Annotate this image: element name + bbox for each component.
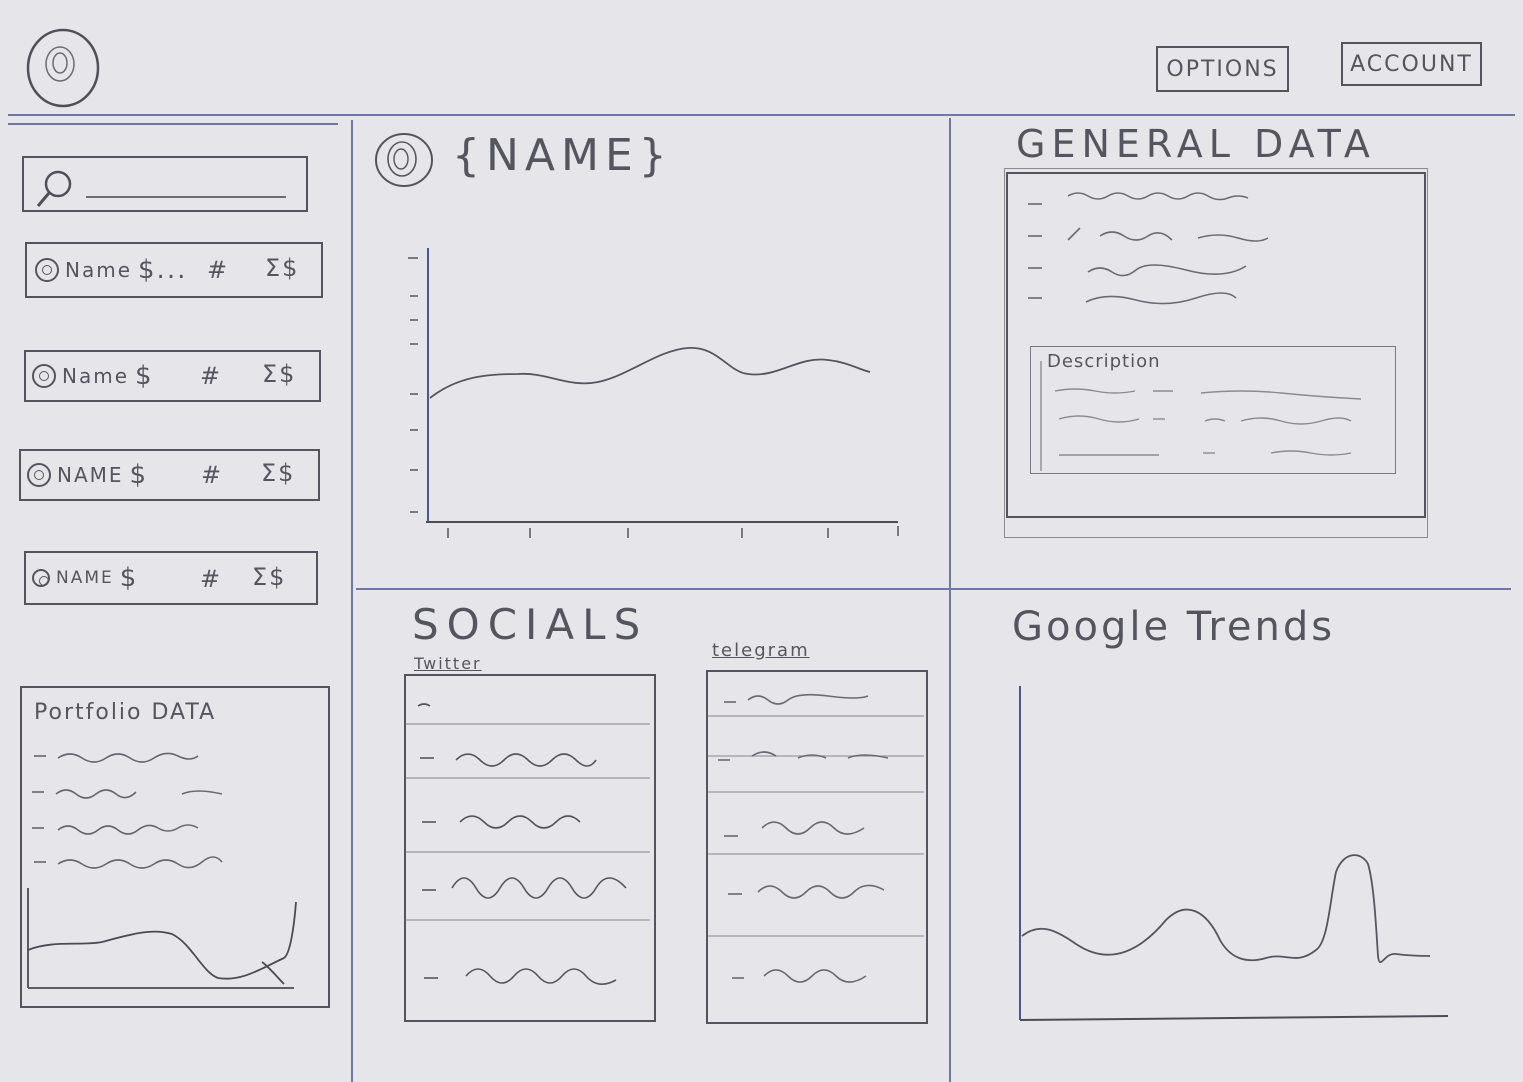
- google-trends-title: Google Trends: [1012, 604, 1336, 650]
- description-lines: [1040, 361, 1362, 471]
- socials-title: SOCIALS: [412, 600, 649, 649]
- general-data-panel: [1004, 168, 1428, 538]
- coin-list-item[interactable]: Name $ # Σ$: [24, 350, 321, 402]
- twitter-feed-lines: [406, 703, 650, 985]
- coin-icon: [27, 463, 51, 487]
- logo-icon: [26, 28, 100, 108]
- trends-chart: [1019, 686, 1449, 1021]
- center-divider: [949, 118, 951, 1082]
- options-button[interactable]: OPTIONS: [1156, 46, 1289, 92]
- coin-count: #: [200, 565, 223, 593]
- coin-icon: [35, 258, 59, 282]
- price-line: [429, 347, 871, 399]
- coin-price: $: [119, 563, 139, 593]
- trends-line: [1021, 854, 1431, 964]
- coin-list-item[interactable]: Name $... # Σ$: [25, 242, 323, 298]
- coin-logo-icon: [375, 133, 433, 187]
- coin-price: $: [129, 460, 149, 490]
- coin-total: Σ$: [265, 254, 300, 282]
- coin-icon: [32, 364, 56, 388]
- y-axis-ticks: [408, 257, 418, 513]
- portfolio-sketch: [27, 752, 297, 989]
- coin-count: #: [201, 461, 224, 489]
- telegram-label: telegram: [712, 640, 810, 661]
- portfolio-panel: Portfolio DATA: [20, 686, 330, 1008]
- header-divider: [8, 114, 1515, 116]
- telegram-feed-lines: [708, 693, 924, 983]
- search-input[interactable]: [86, 196, 286, 198]
- account-button[interactable]: ACCOUNT: [1341, 42, 1482, 86]
- coin-count: #: [200, 362, 223, 390]
- general-data-title: GENERAL DATA: [1016, 122, 1376, 166]
- coin-count: #: [207, 256, 230, 284]
- general-data-box: Description: [1006, 172, 1426, 518]
- coin-name: Name: [62, 364, 130, 388]
- coin-list-item[interactable]: NAME $ # Σ$: [19, 449, 320, 501]
- sidebar-divider: [351, 120, 353, 1082]
- coin-list-item[interactable]: NAME $ # Σ$: [24, 551, 318, 605]
- coin-icon: [374, 132, 434, 188]
- coin-price: $: [135, 361, 154, 391]
- header-divider-left: [8, 123, 338, 125]
- x-axis-ticks: [447, 526, 899, 538]
- description-panel: Description: [1030, 346, 1396, 474]
- coin-total: Σ$: [252, 563, 287, 591]
- price-chart: [408, 248, 899, 538]
- mid-divider: [356, 588, 1511, 590]
- coin-price: $...: [138, 255, 188, 285]
- app-logo[interactable]: [26, 28, 100, 108]
- twitter-feed[interactable]: [404, 674, 656, 1022]
- coin-name: NAME: [56, 568, 114, 588]
- coin-total: Σ$: [262, 360, 297, 388]
- coin-name-title: {NAME}: [452, 130, 673, 181]
- description-title: Description: [1047, 351, 1161, 372]
- portfolio-title: Portfolio DATA: [34, 700, 217, 725]
- telegram-feed[interactable]: [706, 670, 928, 1024]
- coin-icon: [32, 569, 50, 587]
- search-icon: [36, 170, 72, 207]
- general-data-lines: [1028, 192, 1269, 305]
- twitter-label: Twitter: [414, 654, 482, 673]
- search-box[interactable]: [22, 156, 308, 212]
- coin-name: Name: [65, 258, 133, 282]
- coin-total: Σ$: [261, 459, 296, 487]
- coin-name: NAME: [57, 463, 124, 487]
